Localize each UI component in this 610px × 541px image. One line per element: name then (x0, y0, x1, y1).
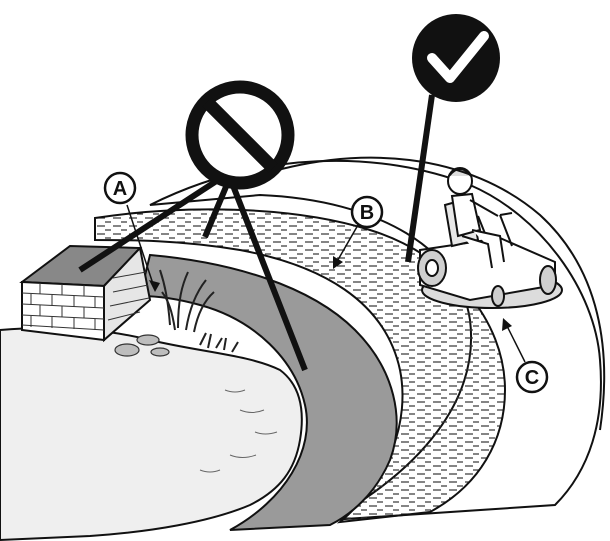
callout-b-label: B (360, 202, 374, 224)
no-symbol-icon (192, 87, 288, 183)
pond-water (0, 328, 302, 540)
brick-wall (22, 246, 150, 340)
callout-a-label: A (113, 178, 127, 200)
checkmark-icon (412, 14, 500, 102)
callout-c-label: C (525, 367, 539, 389)
